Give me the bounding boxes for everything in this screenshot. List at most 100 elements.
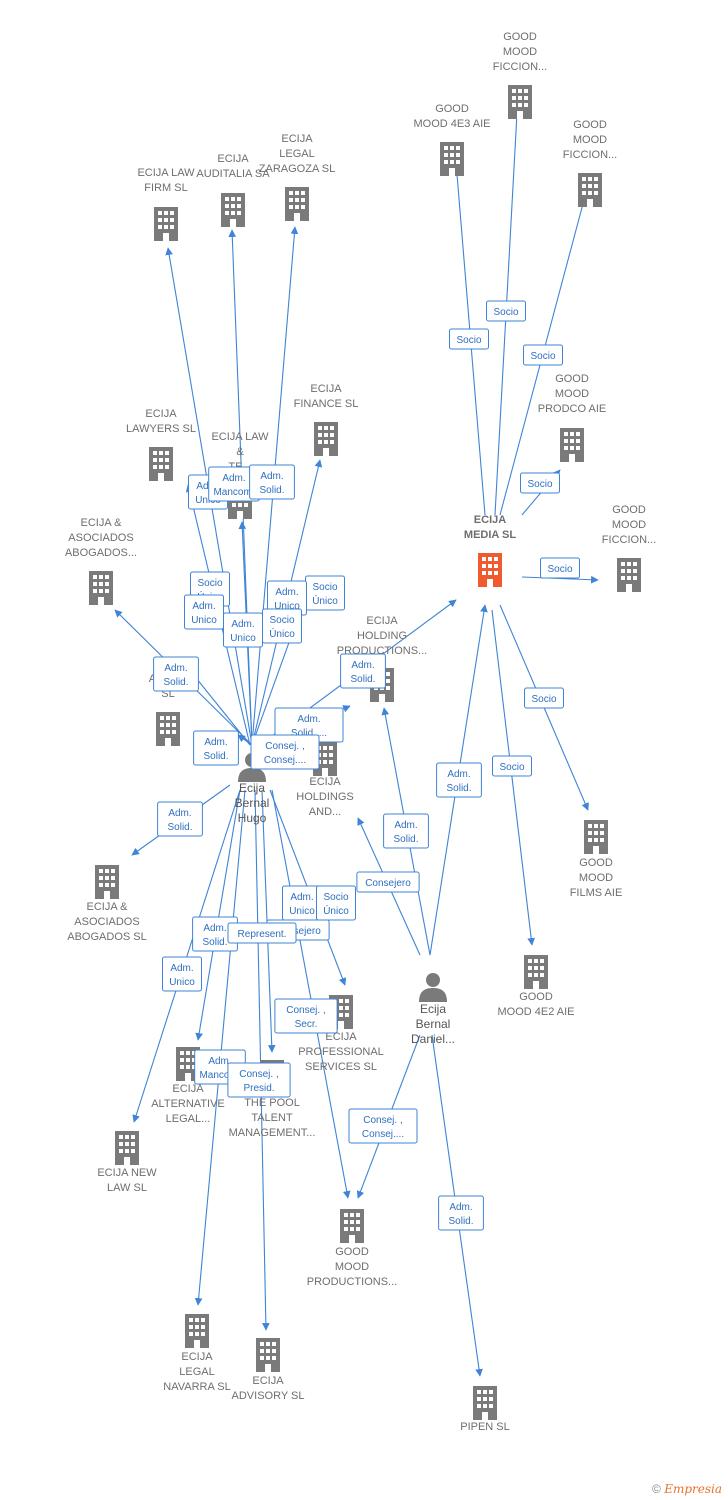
- node-label[interactable]: ABOGADOS SL: [67, 931, 146, 943]
- building-icon[interactable]: [440, 142, 464, 176]
- edge-label-box[interactable]: [523, 344, 563, 366]
- node-label[interactable]: PIPEN SL: [460, 1421, 510, 1433]
- edge-label-box[interactable]: [436, 762, 482, 798]
- node-label[interactable]: ECIJA: [325, 1031, 357, 1043]
- building-icon[interactable]: [285, 187, 309, 221]
- node-label[interactable]: AND...: [309, 806, 341, 818]
- node-label[interactable]: ASOCIADOS: [74, 916, 139, 928]
- company-node[interactable]: ECIJAHOLDINGPRODUCTIONS...: [337, 615, 427, 702]
- edge-label[interactable]: Adm.Solid.: [157, 801, 203, 837]
- node-label[interactable]: MOOD: [555, 388, 589, 400]
- node-label[interactable]: ECIJA: [217, 153, 249, 165]
- edge-label-box[interactable]: [157, 801, 203, 837]
- edge-label-box[interactable]: [227, 922, 297, 944]
- edge-label-box[interactable]: [340, 653, 386, 689]
- edge-label[interactable]: Socio: [524, 687, 564, 709]
- node-label[interactable]: ECIJA &: [87, 901, 129, 913]
- node-label[interactable]: ECIJA LAW: [211, 431, 269, 443]
- edge-label-box[interactable]: [520, 472, 560, 494]
- company-node[interactable]: GOODMOODPRODUCTIONS...: [307, 1209, 397, 1288]
- node-label[interactable]: GOOD: [555, 373, 589, 385]
- node-label[interactable]: Hugo: [238, 811, 267, 825]
- node-label[interactable]: LAWYERS SL: [126, 423, 196, 435]
- edge-label-box[interactable]: [449, 328, 489, 350]
- edge-label-box[interactable]: [184, 594, 224, 630]
- node-label[interactable]: FICCION...: [563, 149, 617, 161]
- node-label[interactable]: TALENT: [251, 1112, 293, 1124]
- building-icon[interactable]: [314, 422, 338, 456]
- edge-label[interactable]: Adm.Unico: [282, 885, 322, 921]
- node-label[interactable]: ECIJA: [310, 383, 342, 395]
- node-label[interactable]: ECIJA: [145, 408, 177, 420]
- company-node[interactable]: ECIJAHOLDINGSAND...: [296, 742, 354, 818]
- node-label[interactable]: ECIJA &: [81, 517, 123, 529]
- edge-label[interactable]: Socio: [540, 557, 580, 579]
- edge-label-box[interactable]: [162, 956, 202, 992]
- edge-label-box[interactable]: [262, 608, 302, 644]
- edge-label[interactable]: Adm.Solid.: [340, 653, 386, 689]
- node-label[interactable]: ECIJA: [366, 615, 398, 627]
- node-label[interactable]: GOOD: [435, 103, 469, 115]
- node-label[interactable]: MOOD: [335, 1261, 369, 1273]
- edge-label-box[interactable]: [316, 885, 356, 921]
- building-icon[interactable]: [508, 85, 532, 119]
- node-label[interactable]: MOOD 4E3 AIE: [413, 118, 490, 130]
- edge-label-box[interactable]: [524, 687, 564, 709]
- company-node[interactable]: ECIJA FINANCE SL: [294, 383, 359, 456]
- edge-label[interactable]: Adm.Unico: [162, 956, 202, 992]
- node-label[interactable]: MANAGEMENT...: [229, 1127, 316, 1139]
- node-label[interactable]: FICCION...: [493, 61, 547, 73]
- node-label[interactable]: FINANCE SL: [294, 398, 359, 410]
- building-icon[interactable]: [89, 571, 113, 605]
- edge-label[interactable]: Adm.Solid.: [438, 1195, 484, 1231]
- node-label[interactable]: Daniel...: [411, 1032, 455, 1046]
- building-icon[interactable]: [340, 1209, 364, 1243]
- brand-logo[interactable]: Empresia: [664, 1482, 722, 1496]
- node-label[interactable]: LEGAL: [179, 1366, 214, 1378]
- node-label[interactable]: HOLDINGS: [296, 791, 353, 803]
- edge-label[interactable]: Adm.Unico: [184, 594, 224, 630]
- edge-label-box[interactable]: [193, 730, 239, 766]
- edge-label[interactable]: Consej. ,Consej....: [250, 734, 320, 770]
- node-label[interactable]: ECIJA: [281, 133, 313, 145]
- building-icon[interactable]: [154, 207, 178, 241]
- company-node[interactable]: ECIJA LAWYERS SL: [126, 408, 196, 481]
- node-label[interactable]: HOLDING: [357, 630, 407, 642]
- node-label[interactable]: GOOD: [579, 857, 613, 869]
- edge-label-box[interactable]: [274, 998, 338, 1034]
- node-label[interactable]: PROFESSIONAL: [298, 1046, 384, 1058]
- building-icon[interactable]: [115, 1131, 139, 1165]
- node-label[interactable]: MEDIA SL: [464, 529, 516, 541]
- node-label[interactable]: ECIJA LAW: [137, 167, 195, 179]
- building-icon[interactable]: [584, 820, 608, 854]
- node-label[interactable]: PRODUCTIONS...: [307, 1276, 397, 1288]
- node-label[interactable]: ADVISORY SL: [232, 1390, 305, 1402]
- node-label[interactable]: GOOD: [573, 119, 607, 131]
- company-node[interactable]: THE POOL TALENT MANAGEMENT...: [229, 1060, 316, 1139]
- node-label[interactable]: LAW SL: [107, 1182, 147, 1194]
- company-node[interactable]: ECIJA AUDITALIA SA: [196, 153, 270, 227]
- building-icon[interactable]: [149, 447, 173, 481]
- edge-label[interactable]: Represent.: [227, 922, 297, 944]
- edge-label[interactable]: Consej. ,Secr.: [274, 998, 338, 1034]
- edge-label[interactable]: Adm.Solid.: [249, 464, 295, 500]
- edge-label[interactable]: Socio: [523, 344, 563, 366]
- edge-label-box[interactable]: [486, 300, 526, 322]
- building-icon[interactable]: [617, 558, 641, 592]
- edge-label[interactable]: Consej. ,Presid.: [227, 1062, 291, 1098]
- company-node[interactable]: GOOD MOOD 4E3 AIE: [413, 103, 491, 176]
- node-label[interactable]: THE POOL: [244, 1097, 300, 1109]
- node-label[interactable]: AUDITALIA SA: [196, 168, 270, 180]
- node-label[interactable]: ALTERNATIVE: [151, 1098, 225, 1110]
- edge-label[interactable]: Adm.Solid.: [383, 813, 429, 849]
- building-icon[interactable]: [473, 1386, 497, 1420]
